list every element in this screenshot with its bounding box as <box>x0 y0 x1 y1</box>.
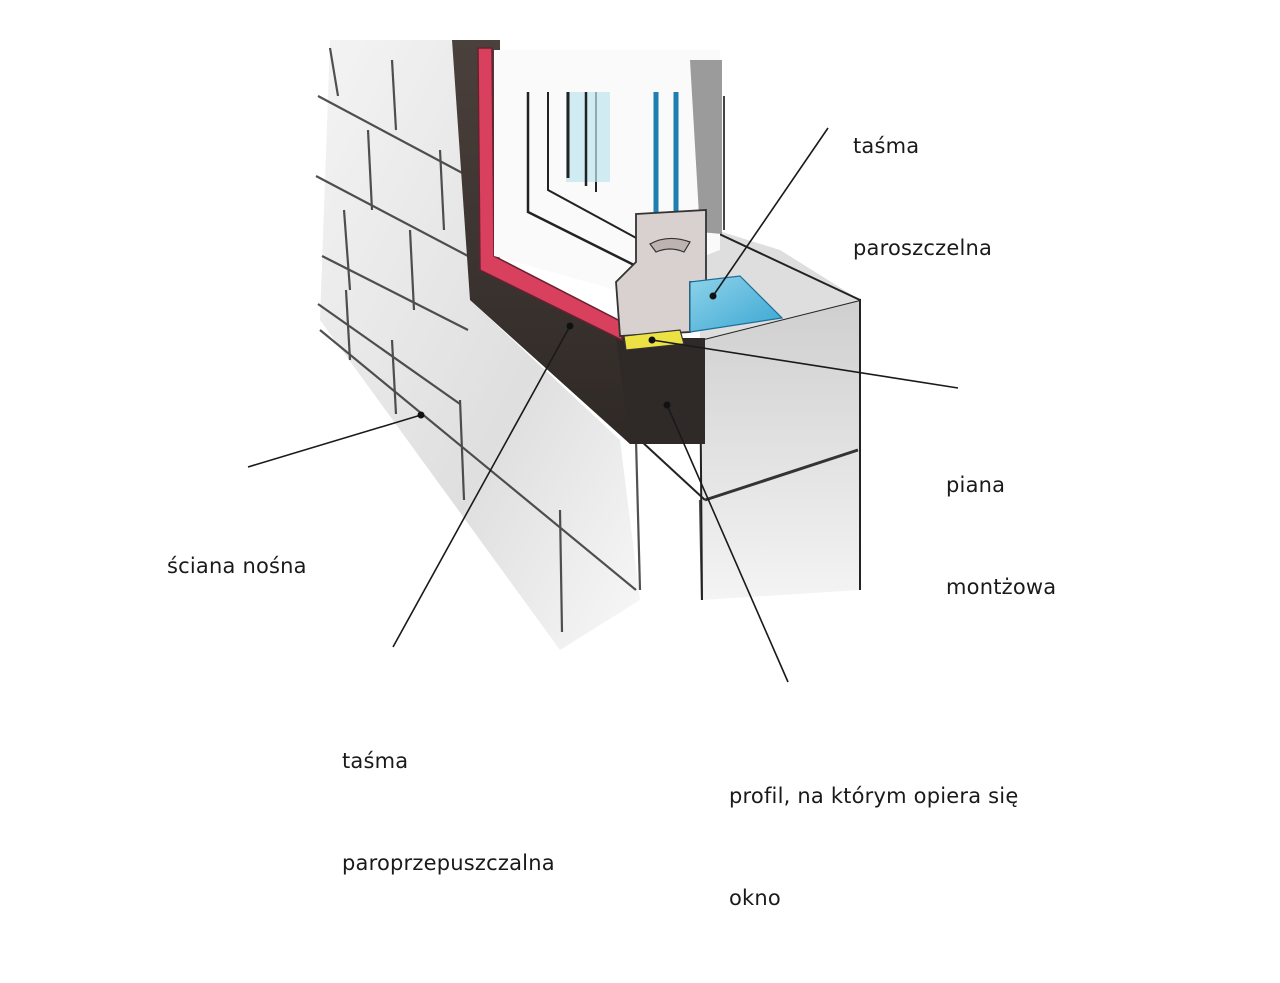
leader-line-sciana-nosna <box>247 414 422 468</box>
label-line: okno <box>729 886 781 910</box>
label-tasma-paroprzepuszczalna: taśma paroprzepuszczalna <box>342 676 555 948</box>
label-piana-montazowa: piana montżowa <box>946 400 1056 672</box>
label-line: taśma <box>853 134 920 158</box>
dot-profil <box>663 401 671 409</box>
leader-line-piana-montazowa <box>651 339 959 389</box>
window-sill-illustration <box>247 40 959 683</box>
label-line: ściana nośna <box>167 554 307 578</box>
label-profil: profil, na którym opiera się okno <box>729 711 1018 983</box>
dot-tasma-paroprzepuszczalna <box>566 322 574 330</box>
label-line: profil, na którym opiera się <box>729 784 1019 808</box>
vapor-tight-tape <box>689 275 784 333</box>
label-line: montżowa <box>946 575 1057 599</box>
dot-sciana-nosna <box>417 411 425 419</box>
label-sciana-nosna: ściana nośna <box>167 481 307 651</box>
label-line: piana <box>946 473 1006 497</box>
leader-line-tasma-paroszczelna <box>712 127 829 297</box>
leader-lines <box>247 127 959 683</box>
dot-tasma-paroszczelna <box>709 292 717 300</box>
label-tasma-paroszczelna: taśma paroszczelna <box>853 61 992 333</box>
label-line: taśma <box>342 749 409 773</box>
label-line: paroprzepuszczalna <box>342 851 555 875</box>
dot-piana-montazowa <box>648 336 656 344</box>
leader-line-profil <box>666 404 789 683</box>
window-installation-diagram: taśma paroszczelna piana montżowa ściana… <box>167 40 1056 910</box>
leader-line-tasma-paroprzepuszczalna <box>392 325 571 648</box>
leader-dots <box>417 292 717 419</box>
label-line: paroszczelna <box>853 236 993 260</box>
